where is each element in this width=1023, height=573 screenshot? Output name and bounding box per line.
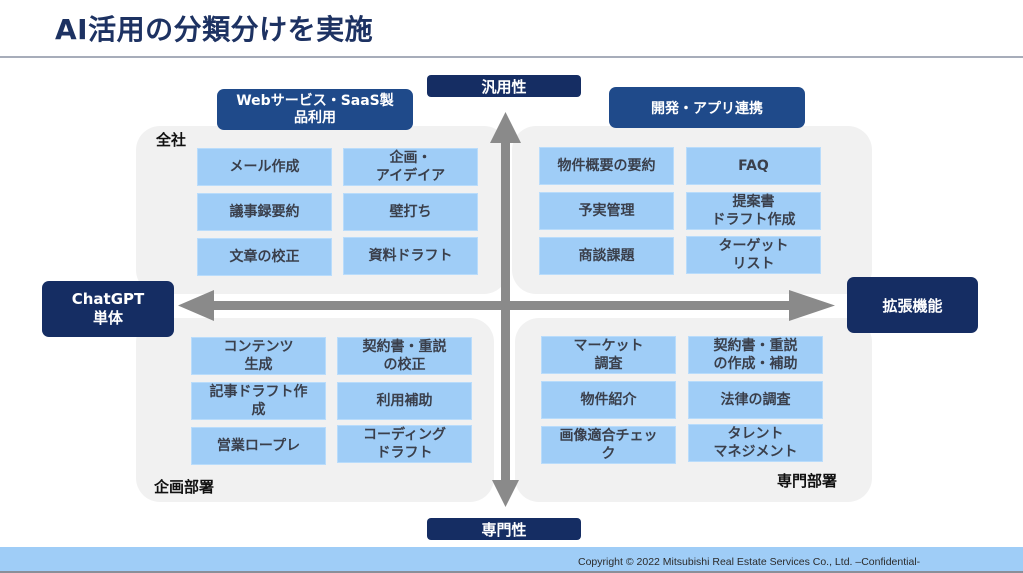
use-case-cell: 記事ドラフト作 成 xyxy=(191,382,326,420)
use-case-cell: 画像適合チェッ ク xyxy=(541,426,676,464)
use-case-cell: 商談課題 xyxy=(539,237,674,275)
use-case-cell: 営業ロープレ xyxy=(191,427,326,465)
arrow-down-icon xyxy=(492,480,519,507)
use-case-cell: 法律の調査 xyxy=(688,381,823,419)
axis-label-specialized: 専門性 xyxy=(427,518,581,540)
use-case-cell: 提案書 ドラフト作成 xyxy=(686,192,821,230)
axis-label-extensions: 拡張機能 xyxy=(847,277,978,333)
vertical-axis-line xyxy=(501,140,510,485)
use-case-cell: 契約書・重説 の作成・補助 xyxy=(688,336,823,374)
use-case-cell: ターゲット リスト xyxy=(686,236,821,274)
label-specialist-dept: 専門部署 xyxy=(777,472,838,490)
use-case-cell: コンテンツ 生成 xyxy=(191,337,326,375)
category-dev-app-integration: 開発・アプリ連携 xyxy=(609,87,805,128)
page-title: AI活用の分類分けを実施 xyxy=(55,13,374,46)
use-case-cell: 資料ドラフト xyxy=(343,237,478,275)
use-case-cell: タレント マネジメント xyxy=(688,424,823,462)
use-case-cell: 予実管理 xyxy=(539,192,674,230)
use-case-cell: 議事録要約 xyxy=(197,193,332,231)
title-divider xyxy=(0,56,1023,58)
use-case-cell: 契約書・重説 の校正 xyxy=(337,337,472,375)
arrow-right-icon xyxy=(789,290,835,321)
label-company-wide: 全社 xyxy=(156,131,187,149)
use-case-cell: 文章の校正 xyxy=(197,238,332,276)
footer-divider xyxy=(0,571,1023,573)
use-case-cell: 利用補助 xyxy=(337,382,472,420)
arrow-left-icon xyxy=(178,290,214,321)
label-planning-dept: 企画部署 xyxy=(154,478,215,496)
category-web-saas: Webサービス・SaaS製 品利用 xyxy=(217,89,413,130)
use-case-cell: メール作成 xyxy=(197,148,332,186)
copyright-text: Copyright © 2022 Mitsubishi Real Estate … xyxy=(578,556,921,568)
use-case-cell: FAQ xyxy=(686,147,821,185)
use-case-cell: マーケット 調査 xyxy=(541,336,676,374)
arrow-up-icon xyxy=(490,112,521,143)
use-case-cell: 物件概要の要約 xyxy=(539,147,674,185)
axis-label-chatgpt-standalone: ChatGPT 単体 xyxy=(42,281,174,337)
horizontal-axis-line xyxy=(210,301,790,310)
use-case-cell: 物件紹介 xyxy=(541,381,676,419)
footer-band xyxy=(0,547,1023,573)
use-case-cell: 壁打ち xyxy=(343,193,478,231)
use-case-cell: 企画・ アイデイア xyxy=(343,148,478,186)
axis-label-general: 汎用性 xyxy=(427,75,581,97)
use-case-cell: コーディング ドラフト xyxy=(337,425,472,463)
